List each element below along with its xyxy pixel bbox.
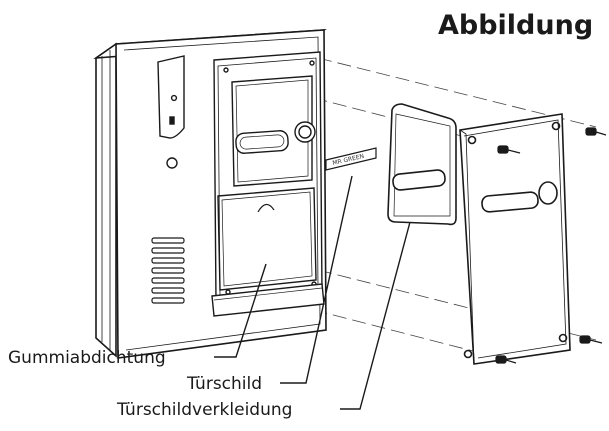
screw-lower-right [579, 335, 603, 344]
mounting-clip [157, 55, 185, 139]
nameplate-cover [387, 103, 457, 226]
speaker-grille [151, 237, 185, 304]
screw-upper-right [585, 127, 607, 136]
front-cover-plate [459, 113, 571, 365]
leader-lines [214, 175, 411, 410]
housing-screw-hole [166, 157, 178, 169]
nameplate-strip: MR GREEN [325, 147, 377, 171]
screw-lower-left [495, 355, 517, 364]
figure-title: Abbildung [438, 10, 594, 41]
label-nameplate-cover: Türschildverkleidung [116, 400, 292, 420]
screw-upper-left [497, 145, 521, 154]
door-module-recess [211, 51, 325, 317]
label-seal: Gummiabdichtung [8, 348, 166, 368]
screws [495, 127, 607, 364]
label-nameplate: Türschild [186, 374, 262, 394]
